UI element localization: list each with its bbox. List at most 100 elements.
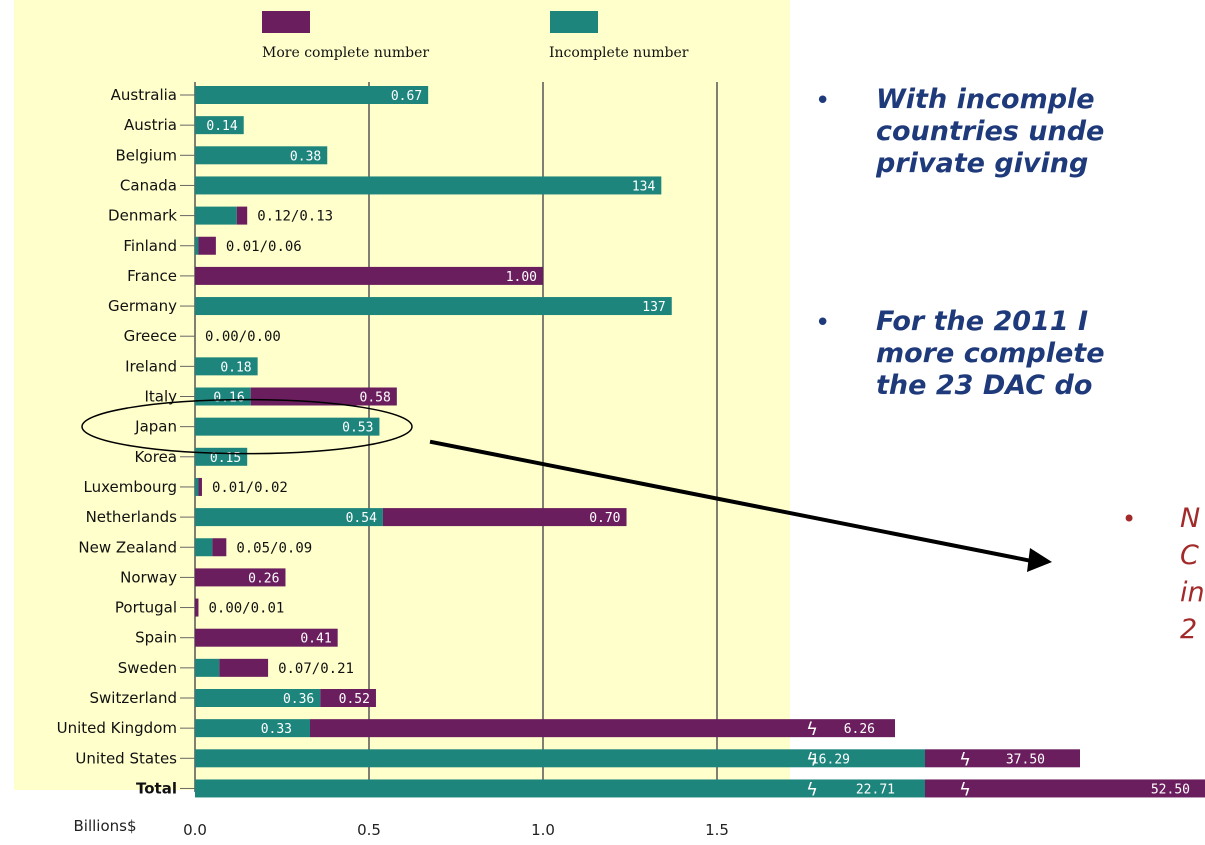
axis-break-mark: ϟ xyxy=(959,779,971,800)
category-label: Finland xyxy=(123,237,177,255)
category-label: Portugal xyxy=(115,599,177,617)
incomplete-bar xyxy=(195,689,321,707)
incomplete-bar xyxy=(195,779,925,798)
incomplete-bar xyxy=(195,357,258,376)
incomplete-bar xyxy=(195,538,213,557)
sub-bullet-text: in xyxy=(1180,577,1205,608)
incomplete-bar xyxy=(195,116,244,135)
legend-swatch xyxy=(550,11,598,33)
value-label: 0.00/0.00 xyxy=(205,329,281,345)
bar-row-portugal: Portugal 0.00/0.01 xyxy=(115,598,284,617)
incomplete-bar xyxy=(195,719,310,738)
complete-bar xyxy=(195,628,338,647)
value-label: 137 xyxy=(642,300,665,315)
value-label: 37.50 xyxy=(1006,752,1045,767)
category-label: Australia xyxy=(111,86,177,104)
complete-bar xyxy=(198,236,216,255)
category-label: Spain xyxy=(135,629,177,647)
bar-row-austria: Austria 0.14 xyxy=(124,116,244,135)
value-label: 6.26 xyxy=(844,722,875,737)
value-label: 0.70 xyxy=(589,511,620,526)
category-label: Sweden xyxy=(118,659,177,677)
value-label: 1.00 xyxy=(506,270,537,285)
x-tick-label: 0.5 xyxy=(357,821,381,839)
category-label: Austria xyxy=(124,116,177,134)
bar-row-total: Total ϟ ϟ 22.71 52.50 xyxy=(136,779,1205,800)
complete-bar xyxy=(925,779,1205,798)
bullet-text: more complete xyxy=(876,338,1105,369)
value-label: 0.14 xyxy=(206,119,237,134)
value-label: 0.15 xyxy=(210,451,241,466)
category-label: Norway xyxy=(120,568,177,586)
value-label: 0.07/0.21 xyxy=(278,661,354,677)
complete-bar xyxy=(198,477,202,496)
complete-bar xyxy=(320,689,376,707)
x-axis-label: Billions$ xyxy=(73,817,136,835)
category-label: Belgium xyxy=(116,146,178,164)
axis-break-mark: ϟ xyxy=(806,779,818,800)
value-label: 0.54 xyxy=(346,511,377,526)
x-tick-label: 1.0 xyxy=(531,821,555,839)
value-label: 0.00/0.01 xyxy=(208,601,284,617)
incomplete-bar xyxy=(195,658,220,677)
axis-break-mark: ϟ xyxy=(806,719,818,740)
incomplete-bar xyxy=(195,417,380,436)
category-label: United States xyxy=(75,749,177,767)
category-label: Total xyxy=(136,779,177,797)
legend-label: Incomplete number xyxy=(549,45,689,61)
legend-swatch xyxy=(262,11,310,33)
incomplete-bar xyxy=(195,749,925,768)
bar-row-sweden: Sweden 0.07/0.21 xyxy=(118,658,354,677)
plot-background xyxy=(14,0,790,790)
value-label: 0.16 xyxy=(213,391,244,406)
bullet-text: For the 2011 I xyxy=(876,306,1089,337)
bullet-text: the 23 DAC do xyxy=(876,370,1093,401)
category-label: Italy xyxy=(144,388,177,406)
category-label: Denmark xyxy=(108,207,177,225)
incomplete-bar xyxy=(195,236,199,255)
value-label: 22.71 xyxy=(856,782,895,797)
complete-bar xyxy=(219,658,269,677)
bullet-text: private giving xyxy=(876,148,1089,179)
value-label: 0.12/0.13 xyxy=(257,209,333,225)
value-label: 0.18 xyxy=(220,360,251,375)
bar-row-luxembourg: Luxembourg 0.01/0.02 xyxy=(84,477,288,496)
complete-bar xyxy=(925,749,1080,768)
value-label: 0.67 xyxy=(391,89,422,104)
category-label: Japan xyxy=(134,418,177,436)
highlight-ellipse xyxy=(81,398,413,455)
sub-bullet-dot: • xyxy=(1122,505,1137,533)
value-label: 0.05/0.09 xyxy=(236,540,312,556)
value-label: 0.01/0.02 xyxy=(212,480,288,496)
complete-bar xyxy=(382,508,627,527)
value-label: 0.38 xyxy=(290,149,321,164)
complete-bar xyxy=(195,568,286,587)
category-label: Netherlands xyxy=(86,508,178,526)
category-label: Ireland xyxy=(125,357,177,375)
pointer-arrow-head xyxy=(1027,548,1052,572)
value-label: 0.52 xyxy=(339,692,370,707)
sub-bullet-text: N xyxy=(1180,503,1201,534)
category-label: Luxembourg xyxy=(84,478,178,496)
bullet-dot: • xyxy=(815,86,831,116)
value-label: 134 xyxy=(632,179,656,194)
incomplete-bar xyxy=(195,297,672,316)
bar-row-denmark: Denmark 0.12/0.13 xyxy=(108,206,333,225)
value-label: 0.33 xyxy=(261,722,292,737)
bar-row-australia: Australia 0.67 xyxy=(111,86,429,104)
value-label: 16.29 xyxy=(811,752,850,767)
value-label: 0.36 xyxy=(283,692,314,707)
category-label: Germany xyxy=(108,297,177,315)
incomplete-bar xyxy=(195,146,328,165)
incomplete-bar xyxy=(195,477,199,496)
value-label: 52.50 xyxy=(1151,782,1190,797)
value-label: 0.53 xyxy=(342,421,373,436)
